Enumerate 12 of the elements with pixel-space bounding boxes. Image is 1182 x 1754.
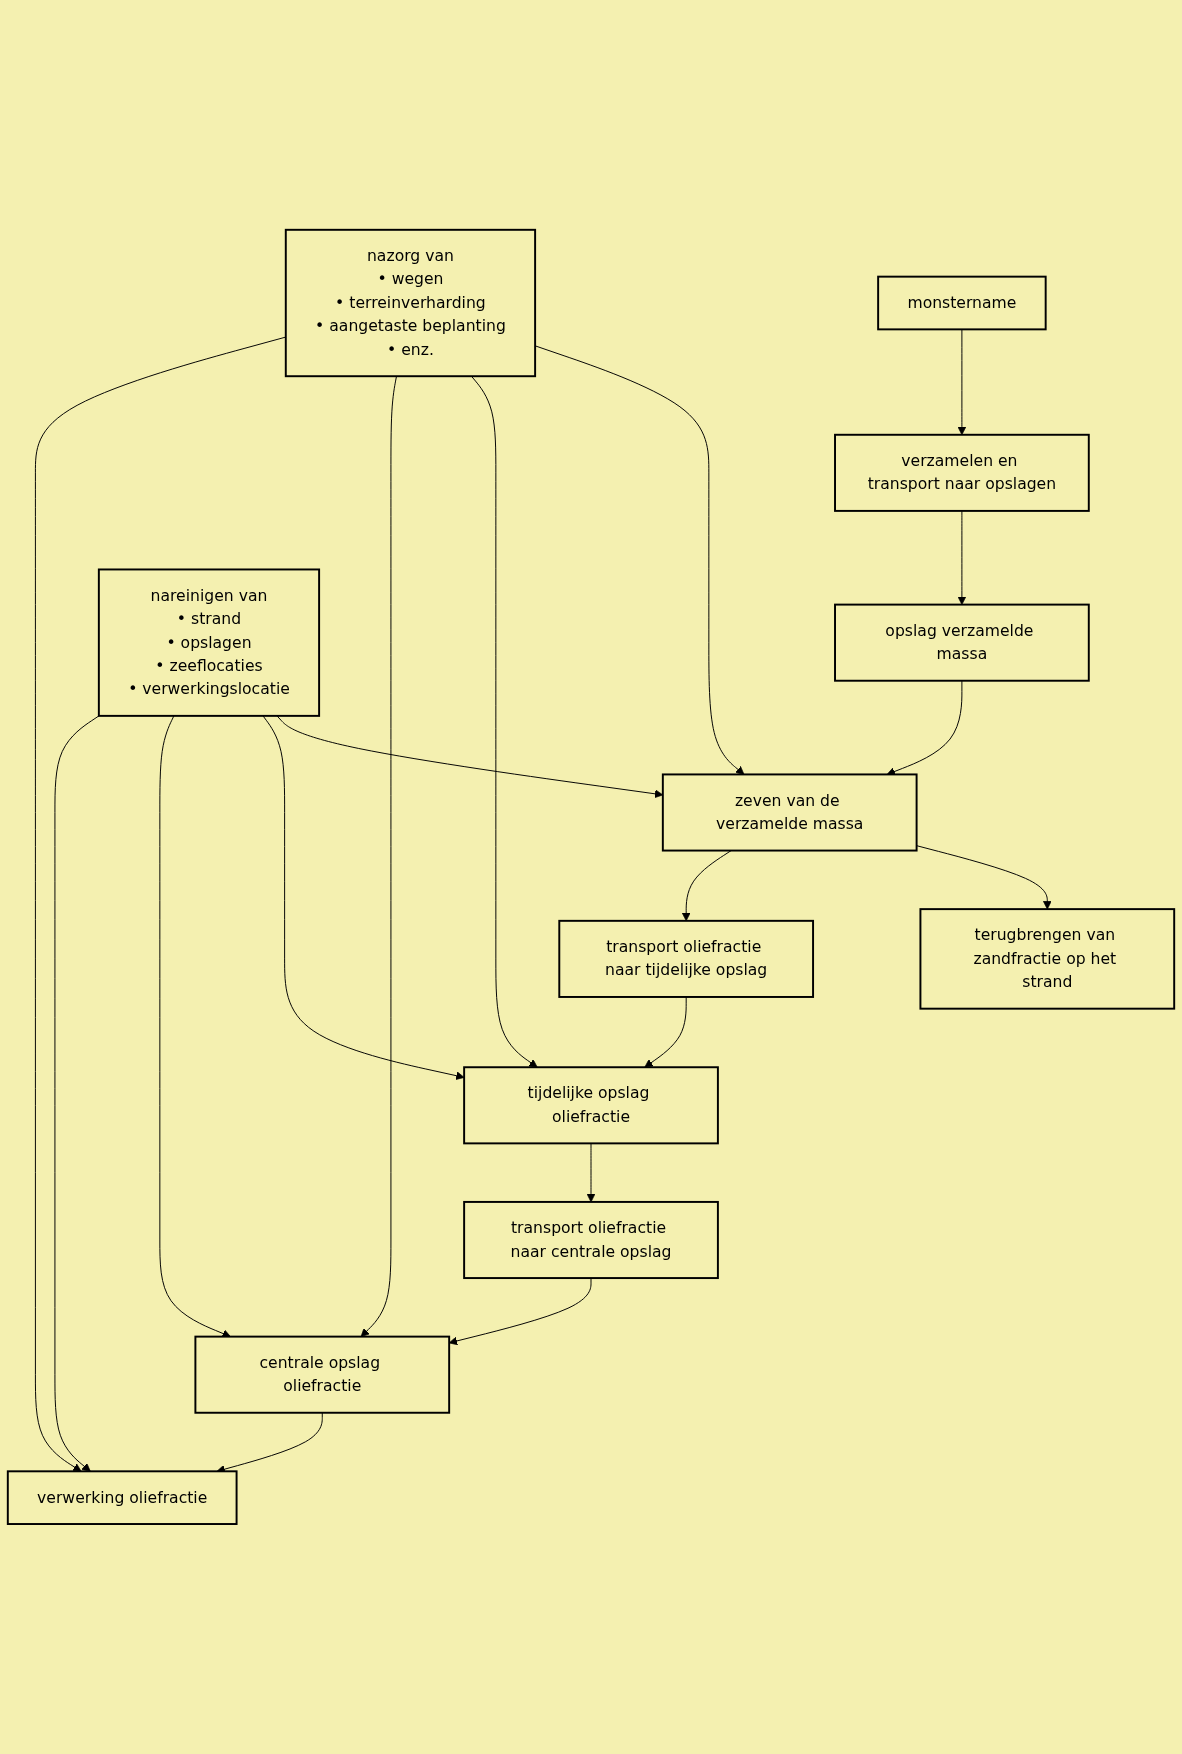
node-box: verwerking oliefractie: [6, 1470, 238, 1526]
node-box: transport oliefractie naar tijdelijke opslag: [558, 919, 815, 998]
node-box: verzamelen en transport naar opslagen: [834, 433, 1090, 512]
node-box: zeven van de verzamelde massa: [661, 773, 918, 852]
node-box: opslag verzamelde massa: [834, 603, 1090, 682]
node-box: monstername: [877, 275, 1047, 331]
node-box: centrale opslag oliefractie: [194, 1335, 451, 1414]
node-box: transport oliefractie naar centrale opslag: [463, 1201, 719, 1280]
node-box: nazorg van • wegen • terreinverharding • aangetaste beplanting • enz.: [284, 228, 537, 378]
node-box: terugbrengen van zandfractie op het strand: [919, 908, 1176, 1010]
node-box: nareinigen van • strand • opslagen • zeeflocaties • verwerkingslocatie: [97, 568, 321, 717]
node-box: tijdelijke opslag oliefractie: [463, 1066, 719, 1145]
